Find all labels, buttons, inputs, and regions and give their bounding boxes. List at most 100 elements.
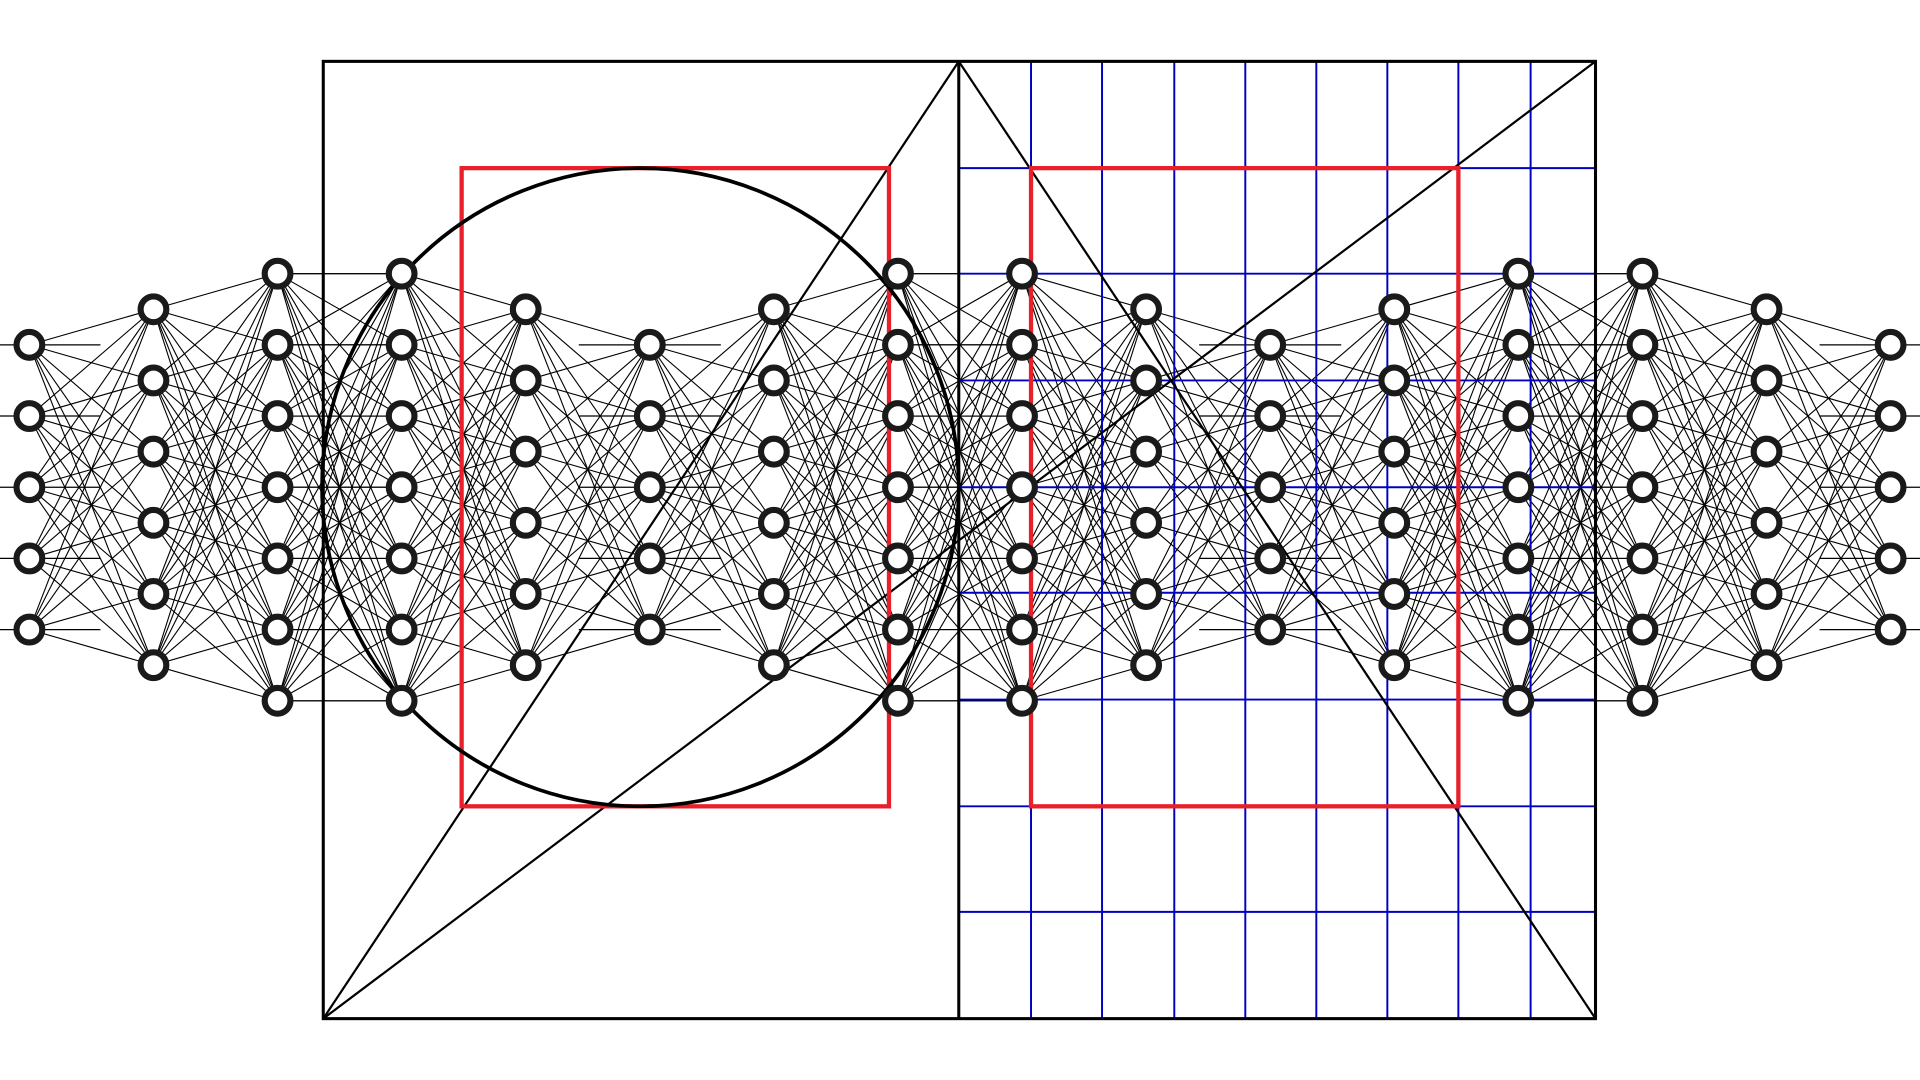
neuron-node [757, 506, 790, 539]
edge [1641, 309, 1768, 630]
neuron-node [1626, 257, 1659, 290]
neuron-node [633, 400, 666, 432]
edge [1517, 344, 1643, 701]
neuron-node [1750, 506, 1783, 539]
edge [1766, 557, 1891, 666]
edge [1518, 273, 1643, 346]
edge [1021, 309, 1147, 630]
edge [1766, 344, 1892, 666]
neuron-node [1006, 471, 1038, 504]
neuron-node [1006, 257, 1038, 290]
edge [28, 308, 154, 488]
diagonal-line [957, 60, 1597, 1020]
neuron-node [882, 684, 914, 717]
geometric-construction [320, 59, 1598, 1021]
neuron-node [1006, 542, 1038, 575]
edge [525, 629, 650, 666]
neuron-node [1378, 364, 1411, 397]
edge [1517, 486, 1643, 702]
edge [1642, 593, 1767, 702]
edge [277, 273, 403, 630]
circle [320, 166, 961, 809]
edge [1021, 309, 1147, 559]
edge [525, 308, 650, 346]
neuron-node [633, 471, 666, 504]
edge [773, 273, 899, 452]
neuron-node [882, 328, 914, 361]
edge [152, 273, 279, 595]
neuron-node [137, 649, 170, 682]
neuron-node [261, 684, 294, 717]
edge [1766, 629, 1891, 666]
neuron-node [757, 649, 790, 682]
neuron-node [261, 257, 294, 290]
neuron-node [261, 471, 294, 504]
edge [152, 273, 279, 666]
neuron-node [1874, 613, 1907, 646]
edge [1269, 308, 1395, 488]
edge [1145, 415, 1271, 666]
edge [277, 629, 402, 702]
edge [1021, 308, 1147, 346]
edge [525, 344, 651, 453]
neuron-node [509, 435, 542, 468]
edge [1766, 415, 1892, 666]
edge [152, 344, 279, 666]
edge [29, 308, 154, 417]
neuron-node [1006, 684, 1038, 717]
neuron-node [1626, 328, 1659, 361]
neuron-node [1006, 613, 1038, 646]
diagonal-line [322, 60, 960, 1020]
edge [773, 273, 899, 310]
edge [28, 309, 154, 630]
network-edges [0, 273, 1920, 702]
edge [525, 415, 651, 666]
neuron-node [509, 578, 542, 610]
edge [1145, 344, 1271, 453]
edge [1269, 451, 1395, 630]
edge [773, 415, 899, 666]
neuron-node [261, 613, 294, 646]
neuron-node [1378, 506, 1411, 539]
edge [1641, 380, 1768, 701]
edge [1270, 593, 1395, 631]
edge [649, 629, 775, 666]
edge [29, 522, 154, 631]
neuron-node [633, 328, 666, 361]
neuron-node [1378, 435, 1411, 468]
edge [1145, 486, 1271, 666]
edge [1766, 308, 1891, 346]
neuron-node [137, 578, 170, 610]
edge [28, 309, 154, 559]
edge [773, 344, 899, 666]
edge [525, 557, 651, 666]
neuron-node [261, 328, 294, 361]
neuron-node [1378, 649, 1411, 682]
neuron-node [757, 578, 790, 610]
neuron-node [1254, 471, 1287, 504]
neuron-node [882, 613, 914, 646]
neuron-node [1006, 328, 1038, 361]
neuron-node [1502, 684, 1535, 717]
neuron-node [1874, 328, 1907, 361]
neuron-node [509, 649, 542, 682]
neuron-node [137, 506, 170, 539]
neuron-node [1130, 364, 1163, 397]
neuron-node [1502, 542, 1535, 575]
edge [1145, 344, 1271, 595]
edge [649, 308, 775, 346]
edge [153, 273, 278, 381]
edge [1766, 344, 1891, 381]
edge [1021, 451, 1147, 702]
edge [649, 308, 775, 417]
neuron-node [882, 257, 914, 290]
neuron-node [1626, 471, 1659, 504]
edge [1269, 380, 1395, 630]
network-nodes [13, 257, 1907, 717]
edge [1641, 309, 1768, 701]
edge [153, 629, 278, 666]
neuron-node [385, 684, 418, 717]
edge [1641, 522, 1767, 702]
neuron-node [1254, 613, 1287, 646]
neuron-node [1254, 400, 1287, 432]
